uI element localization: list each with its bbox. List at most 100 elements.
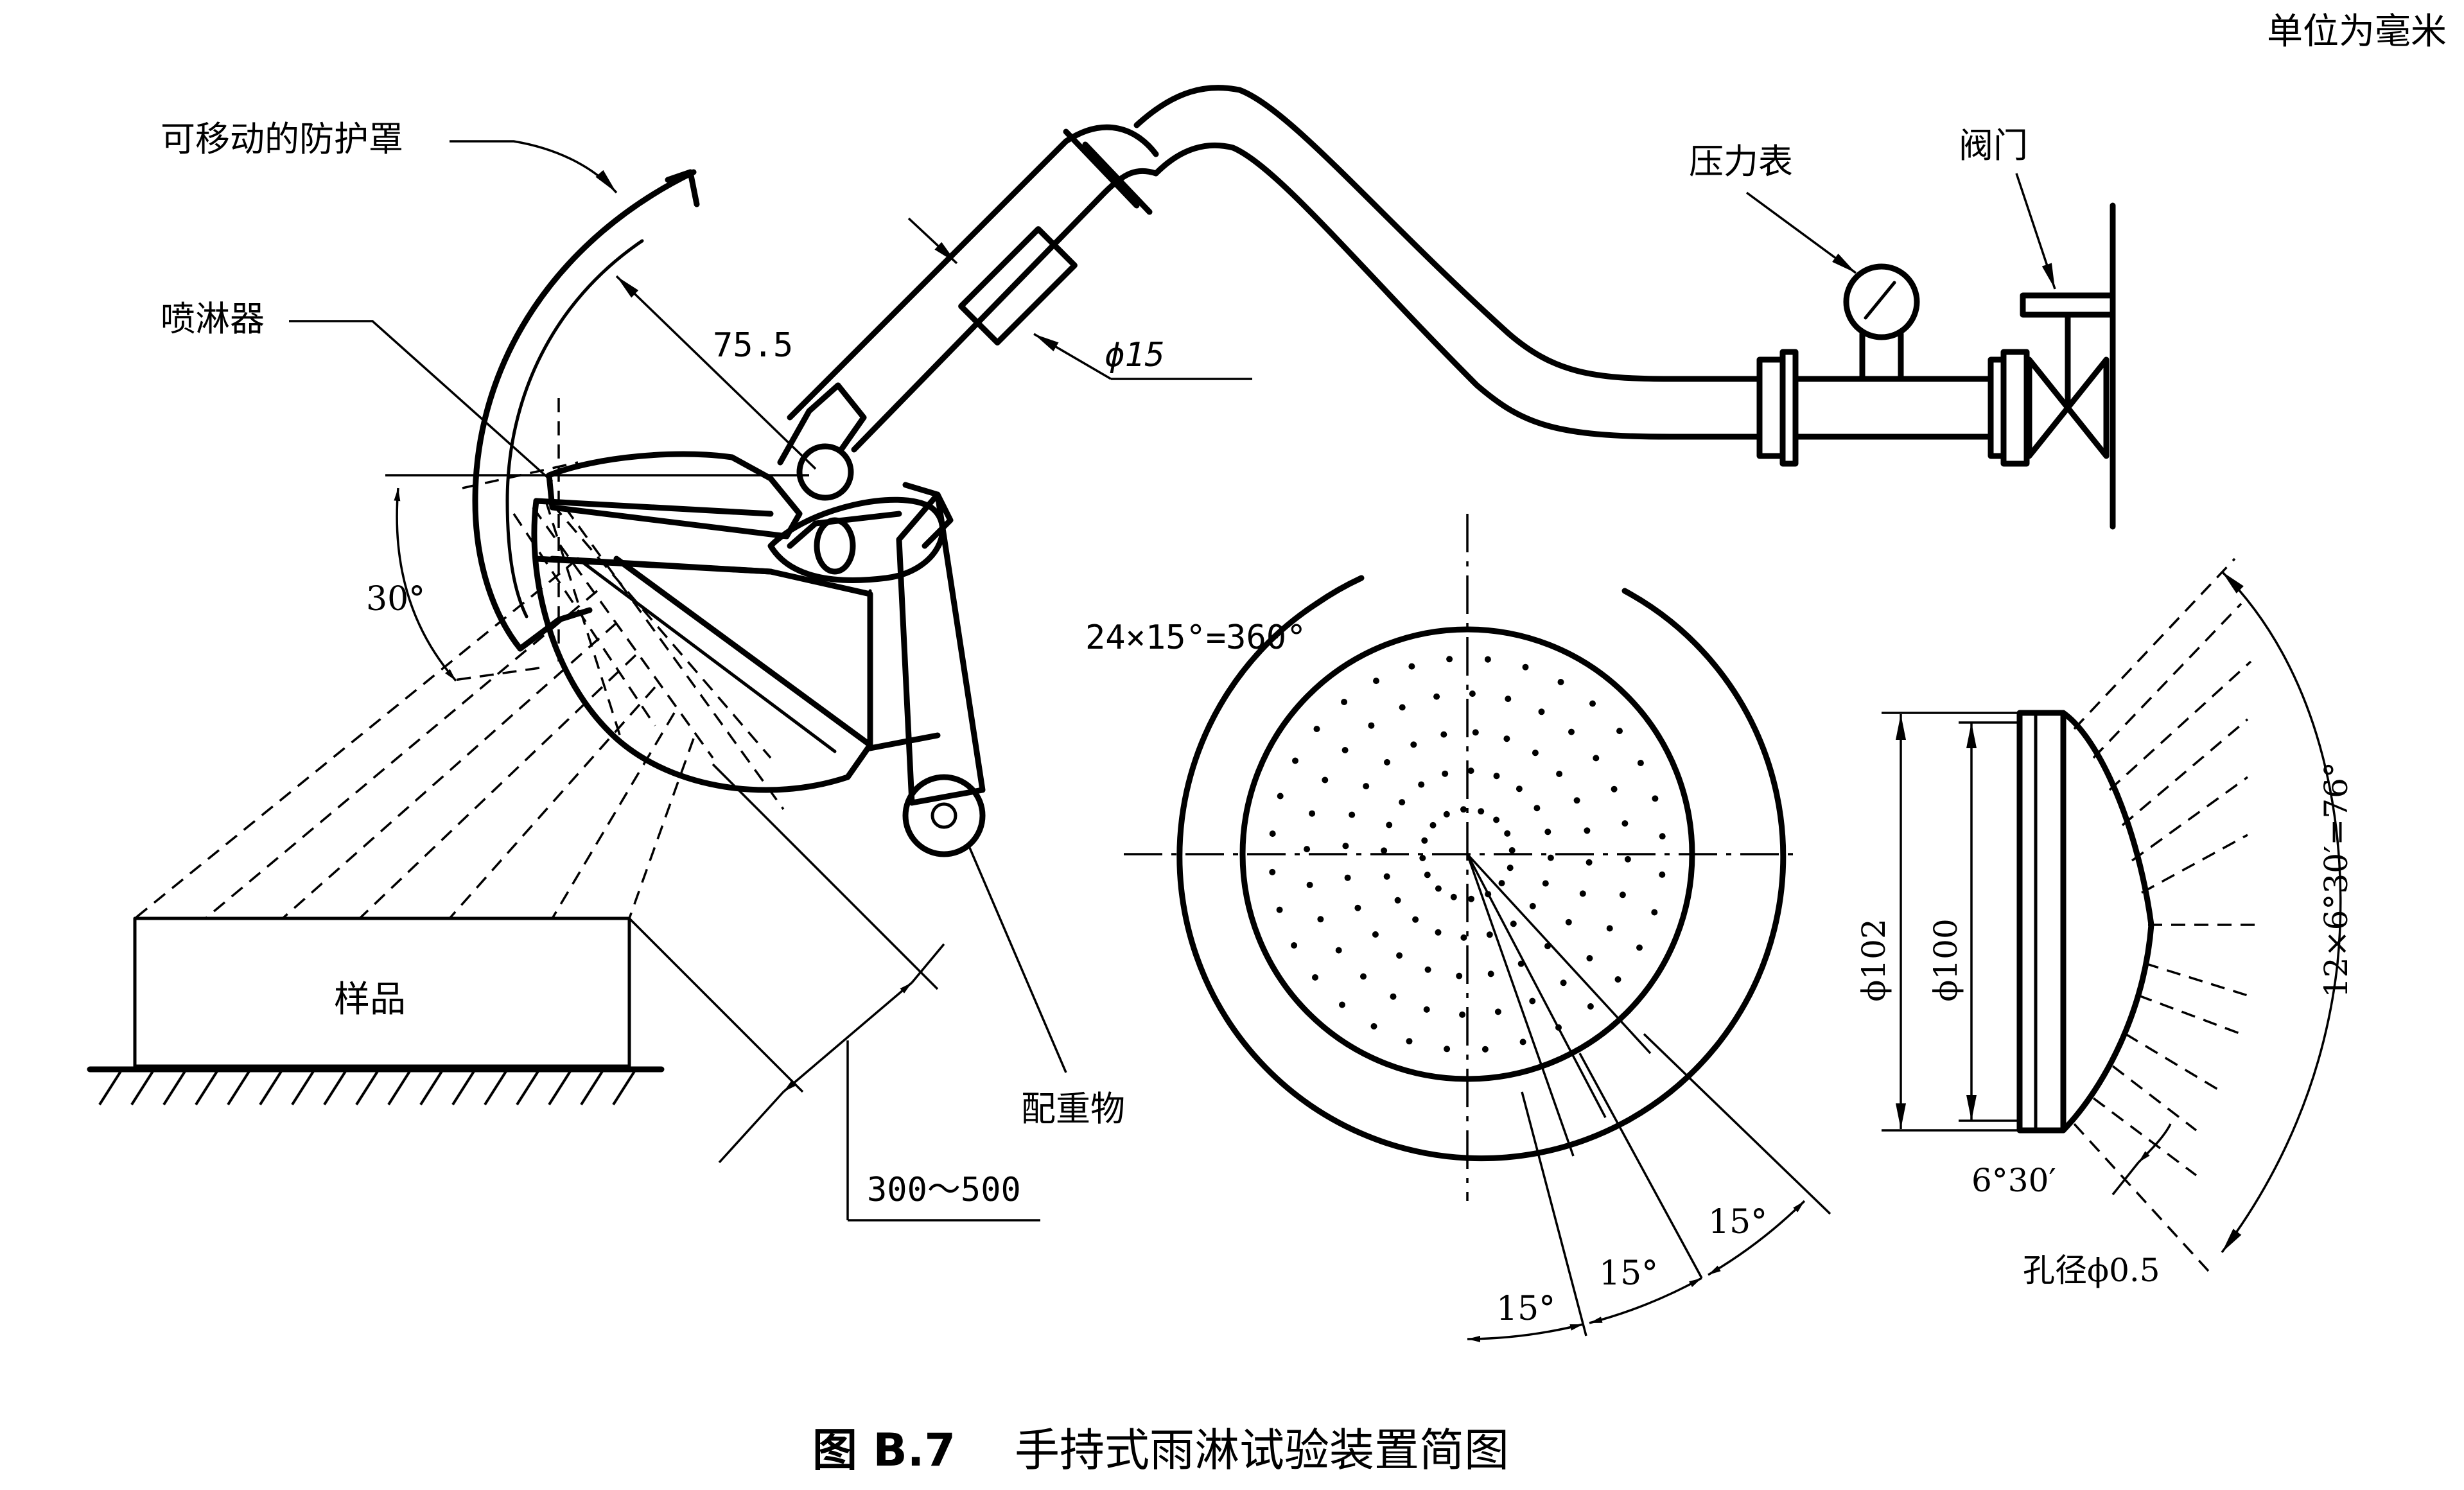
ground-hatching <box>98 1068 637 1106</box>
sample-label: 样品 <box>334 979 406 1021</box>
spray-hole <box>1616 728 1623 735</box>
spray-hole <box>1304 846 1311 853</box>
outer-rim <box>1176 588 1787 1162</box>
spray-hole <box>1652 795 1659 802</box>
spray-hole <box>1342 843 1349 850</box>
angle-15-a-label: 15° <box>1496 1290 1555 1328</box>
spray-hole <box>1424 872 1431 879</box>
spray-hole <box>1624 855 1631 863</box>
unit-note: 单位为毫米 <box>2267 11 2447 53</box>
spray-hole <box>1619 891 1626 898</box>
angle-15-b-label: 15° <box>1599 1254 1658 1293</box>
spray-hole <box>1472 729 1479 736</box>
spray-hole <box>1533 805 1541 812</box>
spray-hole <box>1469 690 1476 697</box>
angle-30-label: 30° <box>366 580 425 618</box>
spray-hole <box>1459 1011 1466 1018</box>
radial-line-2 <box>1466 854 1607 1118</box>
spray-hole <box>1614 976 1621 983</box>
spray-hole <box>1317 916 1324 923</box>
radial-line-1 <box>1466 854 1575 1157</box>
spray-hole <box>1269 868 1276 875</box>
spray-hole <box>1467 767 1474 775</box>
pipe-run <box>1133 85 2030 467</box>
side-spray-lines <box>2073 557 2260 1273</box>
figure-number: 图 B.7 <box>812 1424 956 1477</box>
arc-angle-label: 12×6°30′=76° <box>2318 762 2355 998</box>
spray-hole <box>1510 920 1517 927</box>
spray-hole <box>1522 663 1529 670</box>
spray-hole <box>1468 895 1474 902</box>
spray-hole <box>1586 859 1593 866</box>
spray-hole <box>1418 781 1425 788</box>
spray-hole <box>1611 785 1618 793</box>
spray-hole <box>1484 656 1491 663</box>
spray-hole <box>1507 864 1514 872</box>
spray-hole <box>1560 979 1567 986</box>
spray-hole <box>1579 890 1586 897</box>
pipe-diameter-dimension: ϕ15 <box>907 217 1252 380</box>
spray-hole <box>1276 906 1283 913</box>
spray-hole <box>1659 833 1666 840</box>
leader-labels: 可移动的防护罩 喷淋器 压力表 阀门 配重物 <box>161 119 2056 1129</box>
spray-hole <box>1487 970 1494 977</box>
sprinkler-face-view: 24×15°=360° 15° 15° 15° <box>1085 514 1831 1342</box>
spray-hole <box>1456 972 1463 979</box>
outer-diameter-label: ϕ102 <box>1855 918 1892 1002</box>
spray-hole <box>1542 880 1549 887</box>
supply-pipe <box>787 124 1159 453</box>
spray-hole <box>1373 678 1379 685</box>
spray-hole <box>1408 663 1415 670</box>
spray-hole <box>1309 810 1316 817</box>
spray-hole <box>1529 902 1536 909</box>
angle-30-dimension: 30° <box>366 474 809 682</box>
spray-hole <box>1383 873 1390 880</box>
spray-hole <box>1556 771 1563 777</box>
spray-hole <box>1444 1046 1451 1053</box>
spray-hole <box>1503 735 1510 742</box>
spray-hole <box>1341 699 1348 705</box>
spray-hole <box>1370 1023 1377 1030</box>
spray-hole <box>1349 811 1356 818</box>
pressure-gauge <box>1843 263 1920 382</box>
step-angle-label: 6°30′ <box>1971 1162 2056 1199</box>
spray-hole <box>1341 747 1349 753</box>
spray-hole <box>1306 881 1313 888</box>
spray-hole <box>1399 704 1406 711</box>
spray-hole <box>1339 1001 1345 1008</box>
spray-hole <box>1493 773 1500 780</box>
spray-hole <box>1544 828 1551 836</box>
spray-hole <box>1529 997 1536 1004</box>
spray-hole <box>1412 916 1419 923</box>
hole-diameter-label: 孔径ϕ0.5 <box>2023 1252 2160 1289</box>
spray-hole <box>1584 827 1591 834</box>
spray-hole <box>1440 731 1447 738</box>
spray-hole <box>1573 797 1580 804</box>
spray-hole <box>1423 1006 1430 1013</box>
spray-hole <box>1593 755 1600 762</box>
sprinkler-assembly: 30° 75.5 ϕ15 可移动的防护罩 喷淋器 压力表 阀门 配重物 <box>87 85 2116 1222</box>
spray-hole <box>1313 726 1320 732</box>
radial-line-3 <box>1466 853 1652 1055</box>
spray-hole <box>1532 749 1539 757</box>
spray-hole <box>1291 942 1298 949</box>
spray-hole <box>1547 854 1554 861</box>
counterweight-label: 配重物 <box>1021 1089 1125 1129</box>
valve-label: 阀门 <box>1959 125 2028 166</box>
spray-hole <box>1419 855 1426 861</box>
spray-hole <box>1368 722 1375 729</box>
spray-hole <box>1621 820 1629 827</box>
spray-hole <box>1292 757 1298 764</box>
spray-hole <box>1493 816 1500 823</box>
spray-hole <box>1589 700 1596 707</box>
spray-hole <box>1322 776 1329 784</box>
spray-hole <box>1435 885 1442 892</box>
inner-diameter-label: ϕ100 <box>1927 918 1964 1002</box>
spray-hole <box>1372 931 1379 938</box>
spray-hole <box>1659 871 1666 878</box>
movable-shield-label: 可移动的防护罩 <box>161 119 403 159</box>
valve <box>2020 202 2116 530</box>
spray-hole <box>1519 1039 1526 1046</box>
spray-hole <box>1498 880 1505 887</box>
